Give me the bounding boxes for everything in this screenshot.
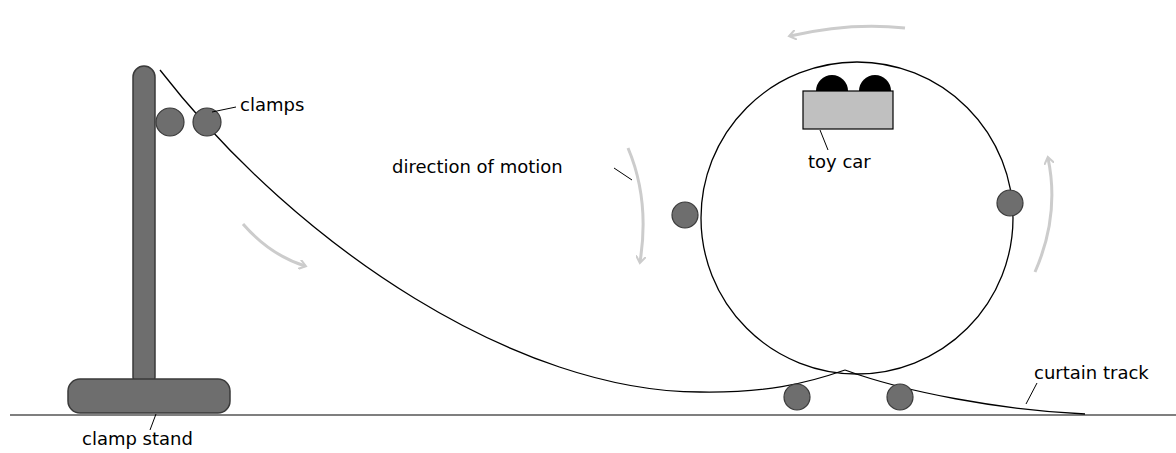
car-wheel bbox=[859, 75, 891, 91]
leader-line bbox=[1026, 383, 1037, 404]
leader-line bbox=[212, 107, 236, 112]
part-label: toy car bbox=[808, 151, 871, 173]
clamp bbox=[193, 108, 221, 136]
clamp bbox=[997, 190, 1023, 216]
car-wheel bbox=[816, 75, 848, 91]
direction-arrow bbox=[1035, 158, 1052, 272]
leader-line bbox=[820, 130, 828, 150]
part-label: direction of motion bbox=[392, 156, 563, 178]
stand-pole bbox=[133, 66, 155, 388]
ground-line bbox=[10, 414, 1176, 415]
clamp bbox=[672, 202, 698, 228]
track-loop bbox=[701, 62, 1013, 374]
clamp bbox=[784, 384, 810, 410]
leader-line bbox=[614, 168, 632, 180]
part-label: clamp stand bbox=[82, 428, 193, 450]
direction-arrow bbox=[628, 148, 643, 262]
clamp bbox=[887, 384, 913, 410]
direction-arrow bbox=[243, 224, 305, 266]
direction-arrow bbox=[790, 26, 905, 36]
track-ramp bbox=[160, 70, 845, 392]
stand-base bbox=[68, 379, 230, 413]
part-label: clamps bbox=[240, 94, 304, 116]
part-label: curtain track bbox=[1034, 362, 1149, 384]
clamp bbox=[156, 108, 184, 136]
car-body bbox=[803, 91, 893, 129]
leader-line bbox=[150, 414, 156, 430]
